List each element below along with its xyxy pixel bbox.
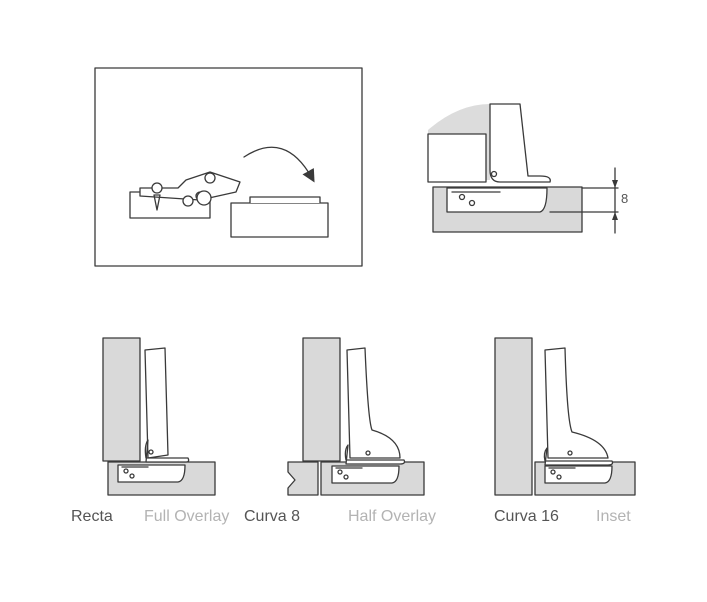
curva8-hinge-diagram [287,337,425,496]
label-half-overlay: Half Overlay [348,508,437,525]
label-curva-16: Curva 16 [494,508,559,525]
label-curva-8: Curva 8 [244,508,301,525]
installation-illustration [94,67,363,267]
curva16-hinge-diagram [494,337,636,496]
label-full-overlay: Full Overlay [144,508,230,525]
overlay-detail-diagram [427,103,619,234]
label-inset: Inset [596,508,631,525]
label-recta: Recta [71,508,113,525]
dimension-label: 8 [621,191,629,206]
recta-hinge-diagram [102,337,216,496]
